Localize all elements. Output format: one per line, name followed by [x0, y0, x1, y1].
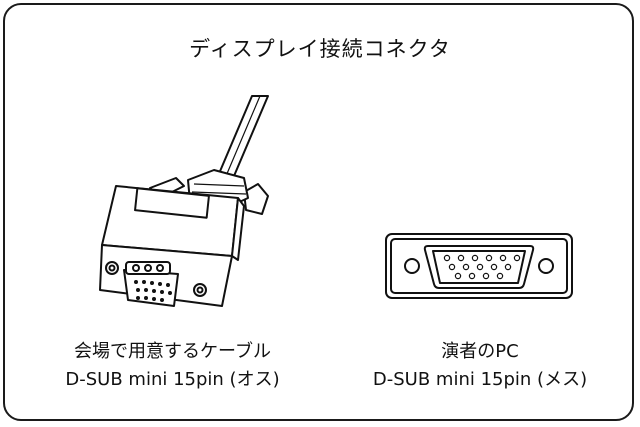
- right-thumbscrew: [243, 183, 269, 215]
- diagram-title: ディスプレイ接続コネクタ: [189, 37, 451, 61]
- female-vga-port: [385, 233, 573, 299]
- female-connector-label: 演者のPC: [441, 341, 519, 362]
- housing-label-recess: [134, 187, 210, 219]
- male-connector-label: 会場で用意するケーブル: [74, 341, 271, 362]
- female-connector-spec: D-SUB mini 15pin (メス): [372, 369, 588, 390]
- male-connector-caption: 会場で用意するケーブル D-SUB mini 15pin (オス): [20, 338, 325, 394]
- female-pin-holes: [443, 254, 521, 280]
- female-connector-caption: 演者のPC D-SUB mini 15pin (メス): [330, 338, 630, 394]
- diagram-frame: [3, 3, 634, 421]
- male-pins: [134, 280, 172, 302]
- male-plug-shell: [123, 269, 179, 307]
- male-vga-cable-connector: [99, 95, 269, 307]
- male-connector-spec: D-SUB mini 15pin (オス): [65, 369, 280, 390]
- connector-side-face: [231, 197, 245, 261]
- cable-shading: [225, 95, 261, 177]
- port-right-screw-hole: [538, 258, 554, 274]
- port-left-screw-hole: [404, 258, 420, 274]
